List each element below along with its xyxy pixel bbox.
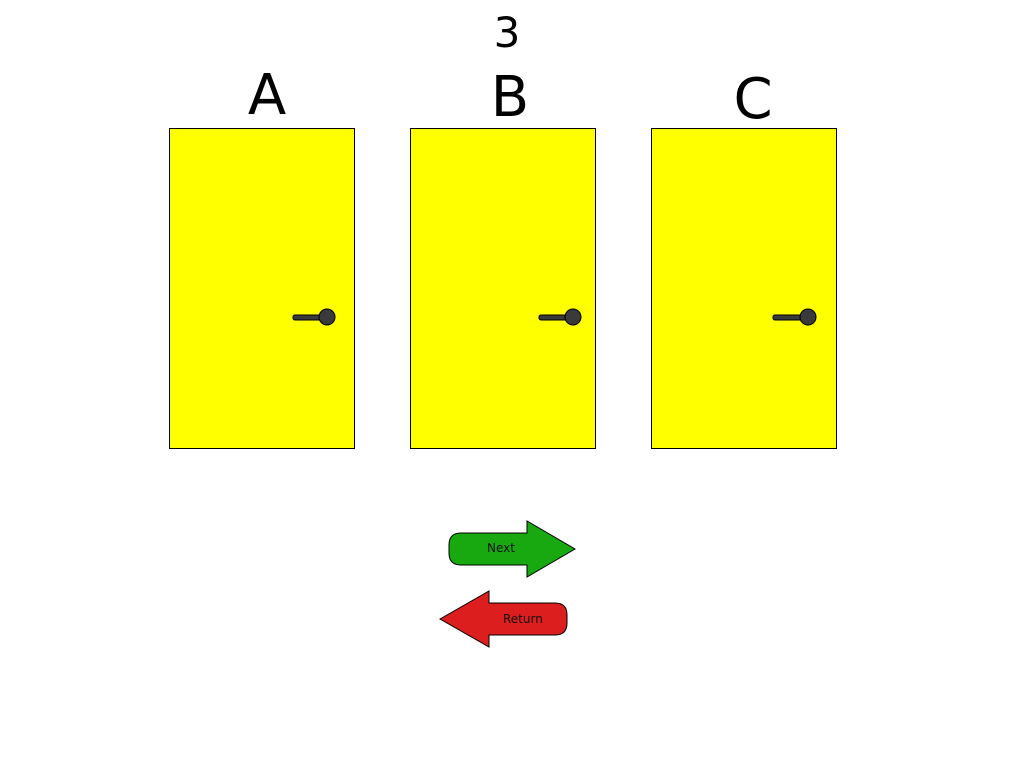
door-b[interactable] — [410, 128, 596, 449]
door-c[interactable] — [651, 128, 837, 449]
door-handle-icon — [292, 308, 336, 326]
door-handle-icon — [538, 308, 582, 326]
door-label-c: C — [733, 67, 773, 132]
door-label-b: B — [490, 65, 530, 130]
round-counter: 3 — [493, 8, 521, 57]
next-button[interactable]: Next — [447, 519, 577, 579]
arrow-right-icon — [448, 520, 576, 578]
door-handle-icon — [772, 308, 817, 326]
door-a[interactable] — [169, 128, 355, 449]
return-button-label: Return — [503, 612, 543, 626]
return-button[interactable]: Return — [438, 589, 570, 649]
arrow-left-icon — [438, 590, 568, 648]
door-label-a: A — [247, 63, 287, 128]
next-button-label: Next — [487, 541, 515, 555]
